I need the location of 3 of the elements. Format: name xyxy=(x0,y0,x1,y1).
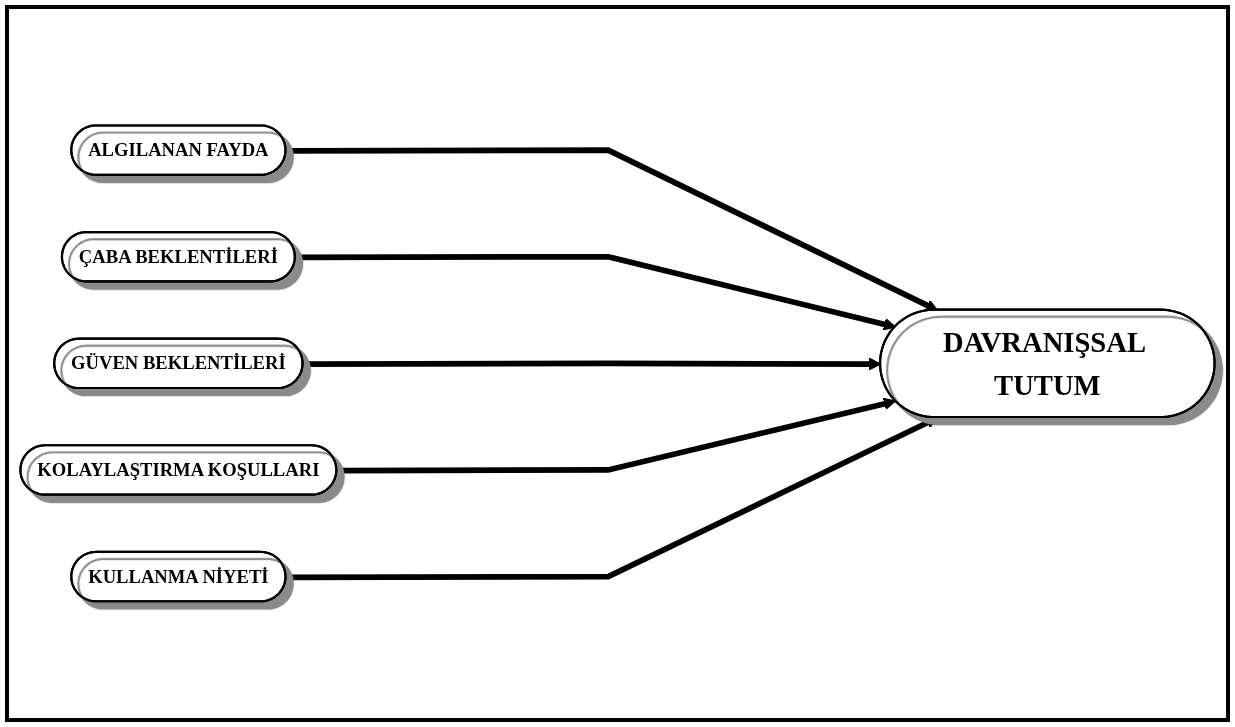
arrow xyxy=(286,417,939,581)
arrow xyxy=(295,254,897,331)
arrow xyxy=(337,397,897,474)
